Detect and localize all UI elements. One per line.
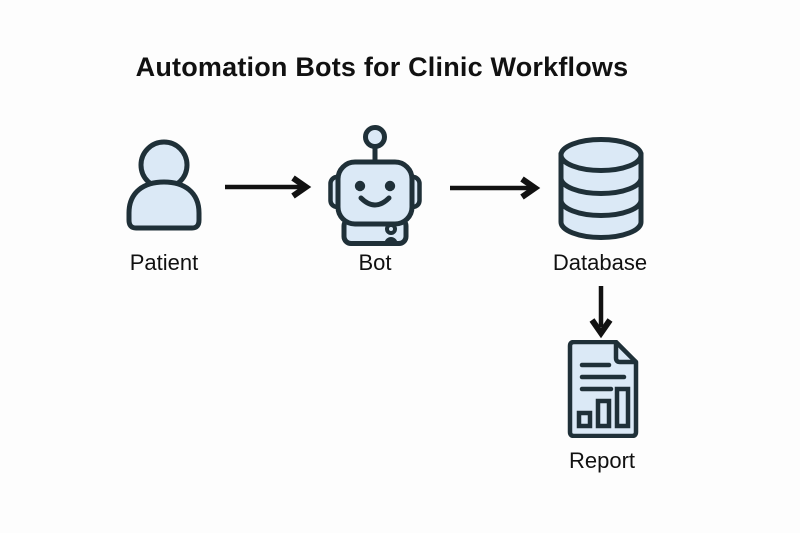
node-label-bot: Bot [358, 250, 392, 275]
report-icon [564, 340, 640, 438]
diagram-title: Automation Bots for Clinic Workflows [135, 52, 629, 82]
arrow-database-to-report [589, 286, 613, 339]
node-label-patient: Patient [129, 250, 199, 275]
arrow-bot-to-database [450, 176, 541, 200]
node-label-database: Database [552, 250, 648, 275]
arrow-patient-to-bot [225, 175, 312, 199]
node-label-report: Report [568, 448, 636, 473]
robot-icon [328, 124, 422, 246]
database-icon [557, 137, 645, 240]
person-icon [124, 139, 204, 231]
